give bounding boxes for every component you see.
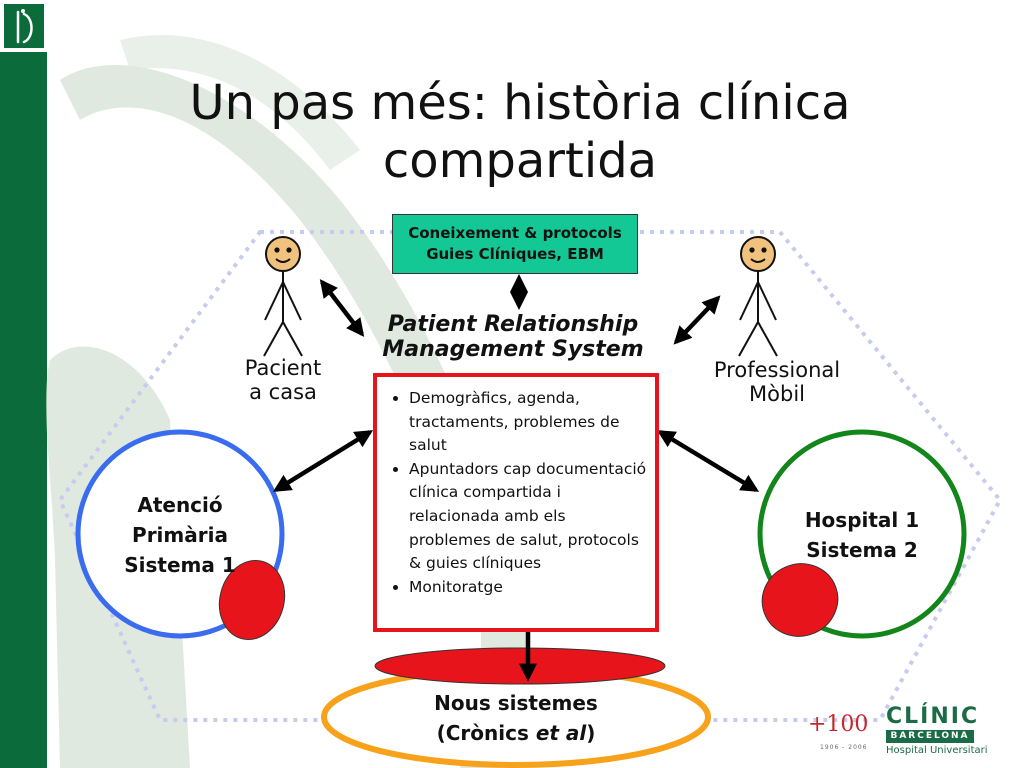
- clinic-logo-hospital: Hospital Universitari: [886, 745, 988, 756]
- professional-label-line1: Professional: [713, 358, 841, 382]
- prms-title: Patient Relationship Management System: [368, 312, 658, 362]
- new-systems-line2: (Crònics et al): [400, 718, 632, 748]
- knowledge-diamond-connector: [510, 274, 528, 310]
- clinic-logo-barcelona: BARCELONA: [886, 730, 974, 743]
- knowledge-protocols-box: Coneixement & protocols Guies Clíniques,…: [392, 214, 638, 274]
- primary-care-line2: Primària: [132, 523, 228, 547]
- bullet-monitoring: Monitoratge: [409, 576, 649, 600]
- knowledge-box-line2: Guies Clíniques, EBM: [426, 245, 604, 263]
- prms-title-line2: Management System: [382, 337, 644, 362]
- prms-bullet-list: Demogràfics, agenda, tractaments, proble…: [387, 387, 649, 599]
- centenary-years: 1906 - 2006: [820, 744, 868, 751]
- corner-logo-icon: [16, 9, 33, 44]
- arrow-professional-prms: [673, 295, 721, 345]
- new-systems-line1: Nous sistemes: [434, 691, 598, 715]
- slide-title: Un pas més: història clínica compartida: [110, 74, 930, 190]
- new-systems-line2-em: et al: [535, 721, 587, 745]
- knowledge-box-line1: Coneixement & protocols: [408, 224, 622, 242]
- prms-title-line1: Patient Relationship: [387, 312, 639, 337]
- new-systems-red-blob: [374, 647, 666, 685]
- hospital-red-blob: [761, 563, 839, 637]
- patient-label: Pacient a casa: [226, 356, 340, 404]
- new-systems-label: Nous sistemes (Crònics et al): [400, 688, 632, 748]
- dotted-network-hexagon: [57, 230, 1003, 722]
- new-systems-line2-post: ): [586, 721, 596, 745]
- patient-stick-figure-icon: [263, 236, 303, 357]
- hospital-label: Hospital 1 Sistema 2: [790, 505, 934, 565]
- centenary-logo: +100: [808, 712, 869, 737]
- primary-care-label: Atenció Primària Sistema 1: [112, 490, 248, 580]
- bullet-pointers: Apuntadors cap documentació clínica comp…: [409, 458, 649, 576]
- arrow-patient-prms: [319, 279, 365, 337]
- primary-care-red-blob: [218, 559, 286, 641]
- slide-title-line2: compartida: [382, 133, 658, 189]
- hospital-line1: Hospital 1: [804, 508, 920, 532]
- patient-label-line2: a casa: [249, 380, 317, 404]
- hospital-line2: Sistema 2: [806, 538, 918, 562]
- arrow-hospital-panel: [656, 430, 760, 492]
- primary-care-line1: Atenció: [137, 493, 223, 517]
- professional-label-line2: Mòbil: [749, 382, 805, 406]
- prms-content-panel: Demogràfics, agenda, tractaments, proble…: [373, 373, 659, 632]
- professional-label: Professional Mòbil: [696, 358, 858, 406]
- clinic-logo-text: CLÍNIC: [886, 704, 980, 729]
- sidebar-green-bar: [0, 52, 47, 768]
- patient-label-line1: Pacient: [244, 356, 322, 380]
- professional-stick-figure-icon: [738, 236, 778, 357]
- primary-care-line3: Sistema 1: [124, 553, 236, 577]
- new-systems-line2-pre: (Crònics: [436, 721, 536, 745]
- bullet-demographics: Demogràfics, agenda, tractaments, proble…: [409, 387, 649, 458]
- arrow-primary-panel: [272, 430, 374, 492]
- slide-title-line1: Un pas més: història clínica: [189, 75, 851, 131]
